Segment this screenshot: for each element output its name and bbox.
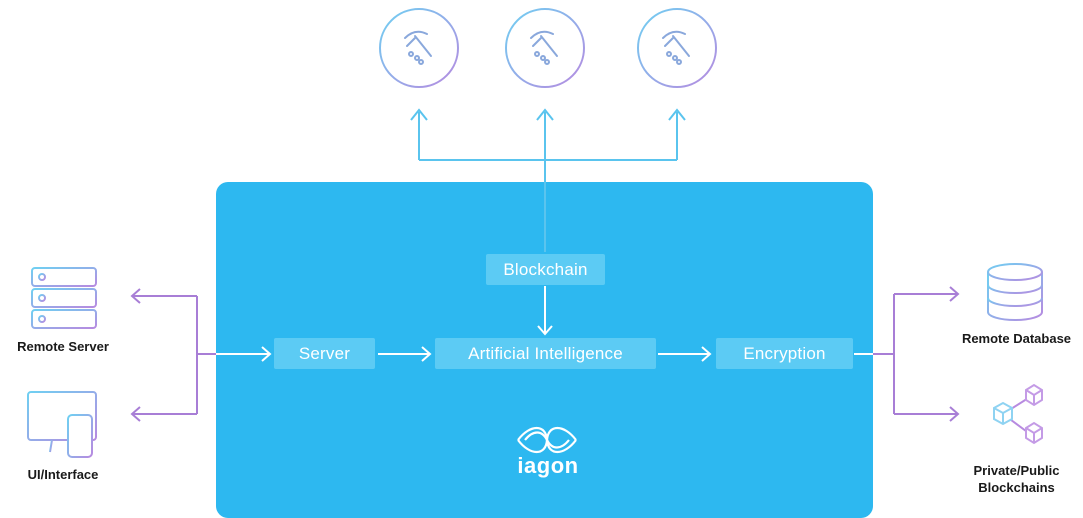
ui-interface-label: UI/Interface — [27, 467, 99, 482]
pickaxe-icon — [404, 30, 432, 65]
miner-node-1 — [379, 8, 459, 88]
blockchain-to-ai-arrow — [537, 286, 553, 336]
cubes-network-icon — [993, 383, 1043, 445]
ai-node: Artificial Intelligence — [435, 338, 656, 369]
iagon-logo-text: iagon — [517, 453, 579, 478]
server-rack-icon — [31, 267, 97, 329]
blockchains-label: Private/Public Blockchains — [950, 462, 1083, 496]
encryption-node: Encryption — [716, 338, 853, 369]
server-node: Server — [274, 338, 375, 369]
left-connectors — [130, 288, 272, 422]
blockchain-node: Blockchain — [486, 254, 605, 285]
miner-arrows — [410, 108, 686, 252]
blockchains-label-line1: Private/Public — [973, 463, 1060, 478]
miner-node-3 — [637, 8, 717, 88]
remote-server-label: Remote Server — [17, 339, 109, 354]
pickaxe-icon — [530, 30, 558, 65]
remote-database-label: Remote Database — [961, 331, 1072, 346]
pickaxe-icon — [662, 30, 690, 65]
miner-node-2 — [505, 8, 585, 88]
blockchains-label-line2: Blockchains — [978, 480, 1055, 495]
right-connectors — [854, 286, 960, 422]
monitor-phone-icon — [27, 391, 97, 458]
flow-arrows — [378, 346, 712, 362]
iagon-logo-icon — [517, 426, 577, 454]
database-icon — [987, 263, 1043, 321]
